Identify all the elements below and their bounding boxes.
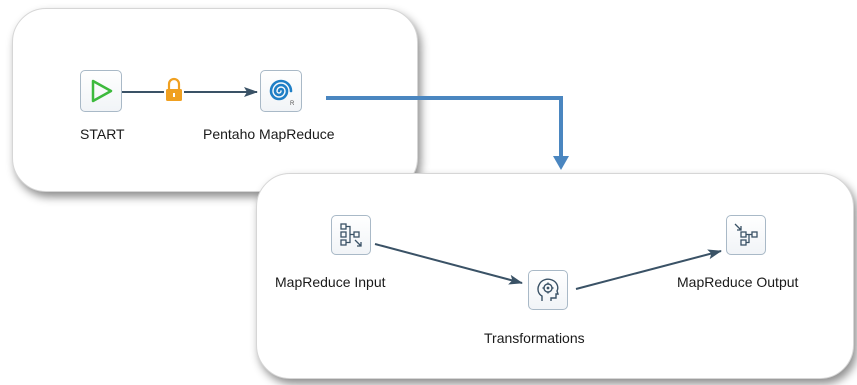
hop-input-to-transform[interactable] [374,243,523,285]
mapreduce-output-label: MapReduce Output [677,274,799,290]
mapreduce-input-icon [340,223,362,247]
transformations-node[interactable] [528,270,568,310]
transformations-label: Transformations [484,330,585,346]
mapreduce-input-node[interactable] [331,215,371,255]
head-gear-icon [537,278,559,301]
spiral-icon: R [269,79,295,106]
svg-text:R: R [290,101,295,106]
mapreduce-output-icon [734,223,758,246]
pentaho-mapreduce-node[interactable]: R [260,70,302,112]
play-triangle-icon [91,79,113,103]
mapreduce-input-label: MapReduce Input [275,274,386,290]
lock-icon [166,77,182,101]
start-node[interactable] [80,70,122,112]
pentaho-mapreduce-label: Pentaho MapReduce [203,126,335,142]
drill-down-connector [326,96,563,160]
connector-arrowhead [553,156,569,170]
mapreduce-output-node[interactable] [726,215,766,255]
hop-transform-to-output[interactable] [575,249,722,290]
start-label: START [80,126,125,142]
